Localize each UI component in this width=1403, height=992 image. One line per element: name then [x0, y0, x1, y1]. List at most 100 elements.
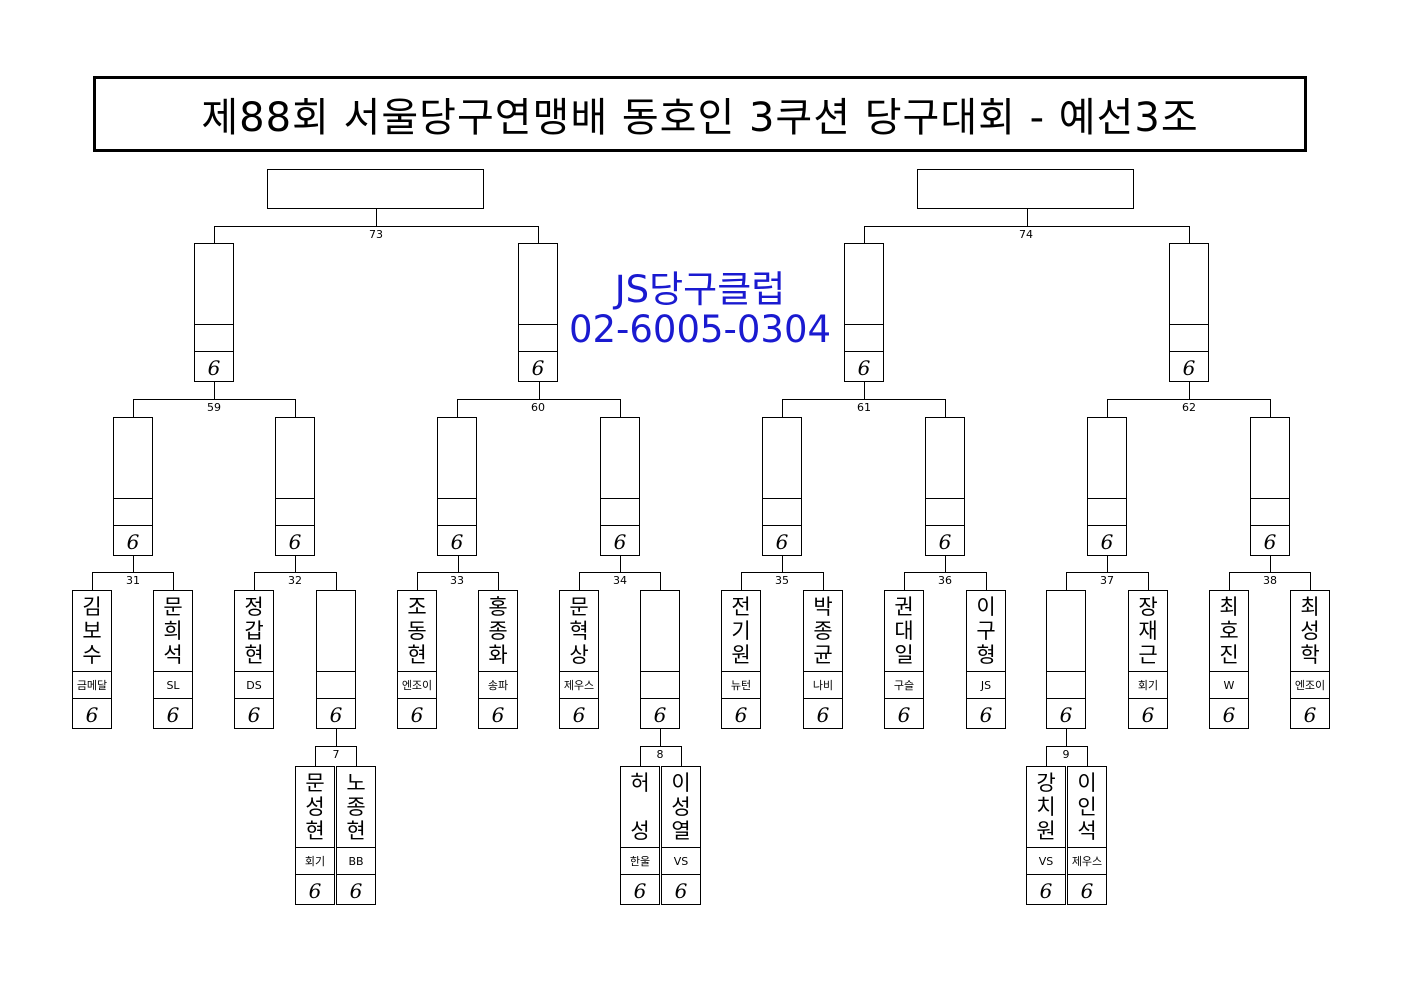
bracket-line — [1310, 572, 1311, 590]
player-name — [114, 418, 152, 498]
bracket-line — [1189, 382, 1190, 399]
match-number: 60 — [531, 401, 545, 414]
bracket-line — [336, 729, 337, 746]
bracket-line — [1148, 572, 1149, 590]
score-mark: 6 — [207, 355, 221, 380]
bracket-line — [1027, 209, 1028, 226]
player-slot: 6 — [194, 243, 234, 382]
score-mark: 6 — [349, 878, 363, 903]
bracket-line — [173, 572, 174, 590]
bracket-line — [133, 399, 296, 400]
bracket-line — [214, 226, 539, 227]
player-name — [601, 418, 639, 498]
bracket-line — [457, 399, 458, 417]
player-slot: 6 — [600, 417, 640, 556]
player-club: 제우스 — [560, 671, 598, 699]
player-club — [317, 671, 355, 699]
player-club — [114, 498, 152, 526]
player-name — [519, 244, 557, 324]
bracket-line — [620, 556, 621, 572]
bracket-line — [1046, 746, 1047, 766]
bracket-line — [660, 729, 661, 746]
bracket-line — [1046, 746, 1088, 747]
bracket-line — [336, 572, 337, 590]
score-mark: 6 — [1039, 878, 1053, 903]
player-club — [763, 498, 801, 526]
bracket-line — [1107, 399, 1271, 400]
score-mark: 6 — [857, 355, 871, 380]
player-club: 제우스 — [1068, 847, 1106, 875]
player-club: JS — [967, 671, 1005, 699]
bracket-line — [457, 399, 621, 400]
score-mark: 6 — [1303, 702, 1317, 727]
bracket-line — [538, 226, 539, 243]
bracket-line — [1107, 399, 1108, 417]
player-name — [763, 418, 801, 498]
match-number: 34 — [613, 574, 627, 587]
player-name — [641, 591, 679, 671]
player-name — [317, 591, 355, 671]
match-number: 74 — [1019, 228, 1033, 241]
player-name — [1088, 418, 1126, 498]
player-club — [519, 324, 557, 352]
score-mark: 6 — [1222, 702, 1236, 727]
match-number: 35 — [775, 574, 789, 587]
player-club: 회기 — [1129, 671, 1167, 699]
player-club: 구슬 — [885, 671, 923, 699]
player-name — [276, 418, 314, 498]
bracket-line — [92, 572, 93, 590]
player-slot: 6 — [1169, 243, 1209, 382]
bracket-line — [417, 572, 418, 590]
player-club — [1170, 324, 1208, 352]
bracket-line — [660, 572, 661, 590]
bracket-line — [945, 556, 946, 572]
bracket-line — [254, 572, 337, 573]
bracket-line — [782, 399, 783, 417]
score-mark: 6 — [1080, 878, 1094, 903]
player-club: SL — [154, 671, 192, 699]
match-number: 59 — [207, 401, 221, 414]
player-club: 송파 — [479, 671, 517, 699]
player-club: 뉴턴 — [722, 671, 760, 699]
bracket-line — [133, 556, 134, 572]
bracket-line — [458, 556, 459, 572]
bracket-line — [782, 399, 946, 400]
score-mark: 6 — [491, 702, 505, 727]
player-slot: 6 — [275, 417, 315, 556]
player-club: 회기 — [296, 847, 334, 875]
player-name — [1251, 418, 1289, 498]
bracket-line — [904, 572, 987, 573]
sponsor-block: JS당구클럽 02-6005-0304 — [560, 270, 840, 350]
player-slot: 6 — [316, 590, 356, 729]
bracket-line — [315, 746, 316, 766]
match-number: 38 — [1263, 574, 1277, 587]
bracket-line — [904, 572, 905, 590]
player-club — [276, 498, 314, 526]
player-name — [1170, 244, 1208, 324]
score-mark: 6 — [410, 702, 424, 727]
player-club — [438, 498, 476, 526]
player-club: W — [1210, 671, 1248, 699]
score-mark: 6 — [1100, 529, 1114, 554]
score-mark: 6 — [572, 702, 586, 727]
final-winner-box — [267, 169, 484, 209]
score-mark: 6 — [938, 529, 952, 554]
